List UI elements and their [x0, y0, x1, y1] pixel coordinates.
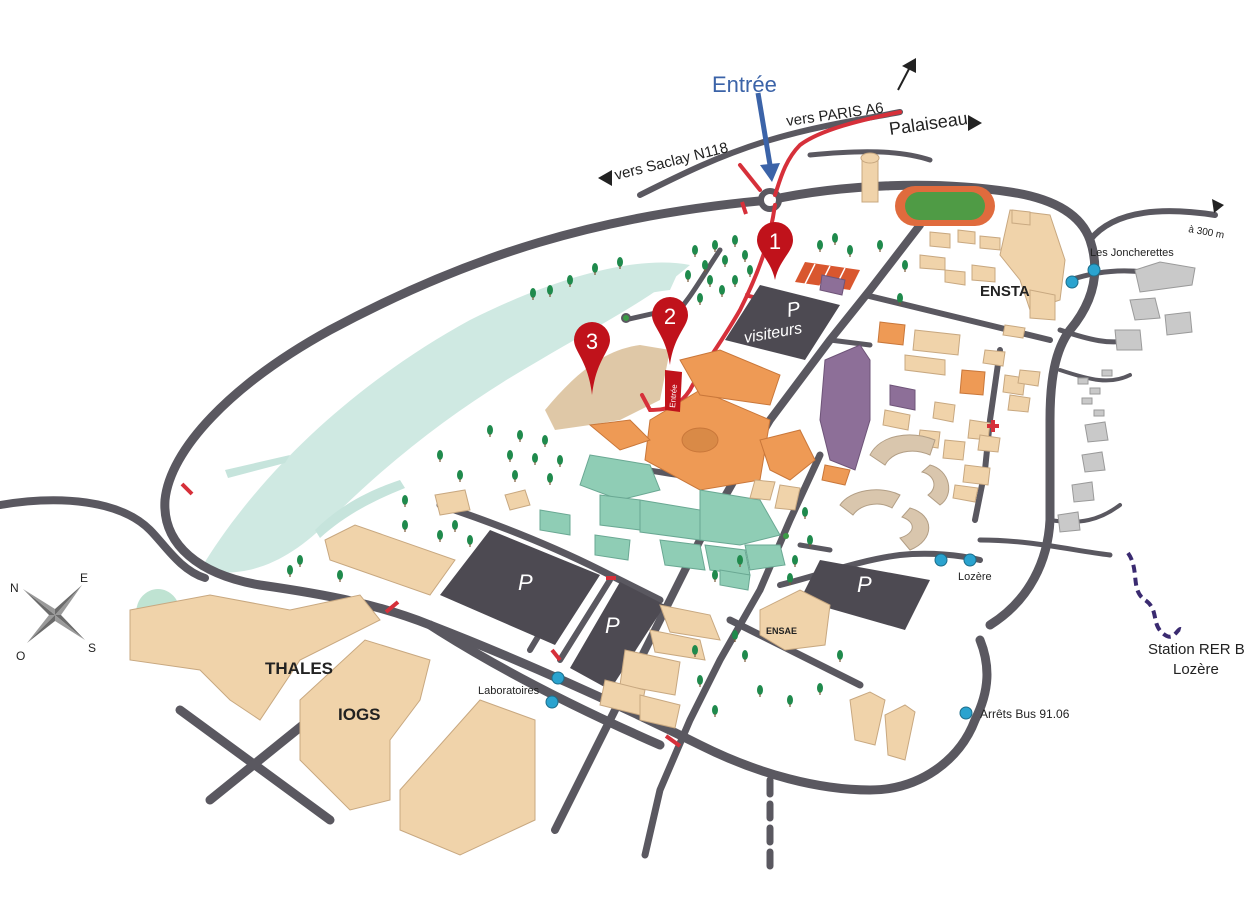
- stadium: [895, 186, 995, 226]
- parking-p-3: P: [857, 572, 872, 597]
- compass-e: E: [80, 571, 88, 585]
- bus-stop-icon: [963, 553, 977, 567]
- beige-buildings: [129, 209, 1066, 856]
- parking-p-1: P: [518, 570, 533, 595]
- entrance-sign: Entrée: [665, 370, 682, 412]
- thales-label: THALES: [265, 659, 333, 678]
- orange-buildings: [588, 321, 986, 491]
- iogs-label: IOGS: [338, 705, 381, 724]
- entree-label: Entrée: [712, 72, 777, 97]
- bus-stop-icon: [551, 671, 565, 685]
- bus-legend-label: Arrêts Bus 91.06: [980, 707, 1070, 721]
- svg-text:1: 1: [769, 229, 781, 254]
- arrow-north-icon: [902, 58, 916, 73]
- arrow-east-icon: [968, 115, 982, 131]
- entree-arrow-icon: [760, 163, 780, 182]
- grey-buildings: [1057, 261, 1196, 533]
- sand-areas: [545, 345, 670, 430]
- location-markers: 1 2 3: [574, 222, 793, 395]
- bus-stop-icon: [1065, 275, 1079, 289]
- bus-stop-icon: [545, 695, 559, 709]
- distance-label: à 300 m: [1187, 224, 1225, 241]
- marker-1[interactable]: 1: [757, 222, 793, 280]
- bus-stop-icon: [934, 553, 948, 567]
- svg-text:2: 2: [664, 304, 676, 329]
- bus-stop-legend-icon: [959, 706, 973, 720]
- station-label-2: Lozère: [1173, 661, 1219, 678]
- ensae-label: ENSAE: [766, 626, 797, 636]
- parking-p-2: P: [605, 613, 620, 638]
- direction-arrows: [598, 58, 1224, 213]
- compass-n: N: [10, 581, 19, 595]
- station-label-1: Station RER B: [1148, 641, 1245, 658]
- svg-text:3: 3: [586, 329, 598, 354]
- marker-3[interactable]: 3: [574, 322, 610, 395]
- marker-2[interactable]: 2: [652, 297, 688, 365]
- bus-stops: [545, 263, 1101, 720]
- compass-s: S: [88, 641, 96, 655]
- laboratoires-label: Laboratoires: [478, 685, 540, 697]
- purple-buildings: [819, 274, 916, 471]
- tower: [860, 152, 880, 203]
- parking-visitor-p: P: [785, 298, 803, 322]
- green-buildings: [539, 454, 786, 591]
- parkings: [440, 285, 930, 690]
- lozere-bus-label: Lozère: [958, 571, 992, 583]
- svg-text:Entrée: Entrée: [668, 383, 679, 408]
- ensta-label: ENSTA: [980, 283, 1030, 300]
- compass-o: O: [16, 649, 25, 663]
- first-aid-icon: [987, 420, 999, 432]
- compass-rose: [23, 585, 85, 643]
- arrow-west-icon: [598, 170, 612, 186]
- bus-stop-icon: [1087, 263, 1101, 277]
- les-joncherettes-label: Les Joncherettes: [1090, 247, 1174, 259]
- rer-path: [1126, 551, 1184, 639]
- arc-buildings: [839, 434, 950, 551]
